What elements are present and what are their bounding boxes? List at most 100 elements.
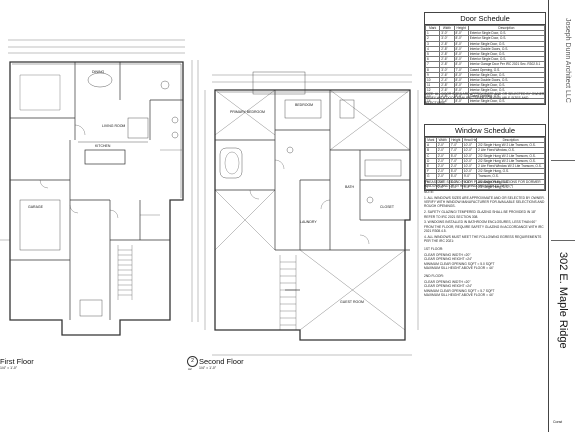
egress-1st-line: MAXIMUM SILL HEIGHT ABOVE FLOOR = 44" — [424, 266, 494, 271]
door-schedule-cell: 14 — [424, 97, 441, 105]
project-address: 302 E. Maple Ridge — [557, 252, 569, 349]
door-schedule-cell: 8'-0" — [453, 35, 469, 42]
egress-2nd-line: CLEAR OPENING HEIGHT =24" — [424, 284, 473, 289]
door-schedule-cell: Interior Garage Door Per IRC 2021 Sec. R… — [467, 61, 546, 68]
door-schedule-cell: 8'-0" — [453, 61, 469, 68]
room-label-garage: GARAGE — [28, 205, 43, 209]
door-schedule: Door Schedule Mark Width Height Descript… — [424, 12, 546, 106]
door-schedule-cell: 2'-8" — [439, 92, 455, 99]
window-schedule-cell: 2 Lite Fixed Window, O.S. — [476, 147, 545, 154]
door-schedule-cell: 8'-0" — [453, 56, 469, 63]
first-floor-scale: 1/4" = 1'-0" — [0, 366, 18, 370]
door-schedule-cell: 3'-0" — [439, 35, 455, 42]
door-schedule-cell: 2'-8" — [439, 45, 455, 53]
window-schedule: Window Schedule Mark Width Height Head H… — [424, 124, 546, 192]
door-schedule-cell: 2'-8" — [439, 40, 455, 47]
door-header-height: Height — [453, 24, 469, 32]
door-schedule-cell: 8'-0" — [453, 40, 469, 47]
door-header-description: Description — [467, 24, 546, 32]
window-schedule-cell: 2/2 Single Hung W/ 2 Lite Transom, O.S. — [476, 142, 545, 149]
door-header-mark: Mark — [424, 24, 441, 32]
door-schedule-cell: 2'-6" — [439, 71, 455, 79]
first-floor-title: First Floor — [0, 357, 34, 366]
door-schedule-cell: 8'-0" — [453, 30, 469, 37]
door-schedule-cell: 2'-4" — [439, 97, 455, 105]
window-header-height: Height — [448, 136, 463, 144]
window-note-1: 1. ALL WINDOWS SIZES ARE APPROXIMATE AND… — [424, 195, 545, 209]
window-note-3: 3. WINDOWS INSTALLED IN BATHROOM ENCLOSU… — [424, 220, 544, 233]
window-schedule-cell: 10'-0" — [461, 147, 478, 154]
window-schedule-cell: 2 Lite Fixed Window W/ 2 Lite Transom, O… — [476, 162, 545, 170]
door-schedule-cell: 2'-6" — [439, 87, 455, 94]
door-schedule-cell: 8'-0" — [453, 97, 469, 105]
room-label-primary-bedroom: PRIMARY BEDROOM — [230, 110, 265, 114]
door-note-text: ALL DOOR SIZES ARE APPROXIMATE AND OR SE… — [424, 92, 546, 105]
window-intro: *PLEASE SEE SECOND FLOOR PLAN AND OR ELE… — [424, 180, 541, 189]
window-header-head-height: Head Height — [461, 136, 478, 144]
door-schedule-title: Door Schedule — [425, 13, 545, 25]
window-schedule-cell: 10'-0" — [461, 168, 478, 175]
room-label-guest: GUEST ROOM — [340, 300, 364, 304]
window-schedule-cell: 9'-0" — [461, 183, 478, 191]
door-note-label: NOTE: — [424, 92, 435, 96]
egress-1st-line: MINIMUM CLEAR OPENING SQFT = 5.0 SQFT — [424, 261, 495, 266]
door-schedule-cell: 2'-8" — [439, 82, 455, 89]
window-schedule-cell: 10'-0" — [461, 142, 478, 149]
window-schedule-cell: 10'-0" — [461, 152, 478, 159]
egress-2nd-line: MINIMUM CLEAR OPENING SQFT = 5.7 SQFT — [424, 288, 495, 293]
door-schedule-cell: 8'-0" — [453, 77, 469, 84]
window-schedule-cell: 10'-0" — [461, 162, 478, 170]
window-note-label: NOTE: — [424, 190, 435, 195]
title-block: Joseph Dunn Architect LLC 302 E. Maple R… — [548, 0, 576, 432]
window-schedule-cell: 9'-0" — [461, 173, 478, 180]
room-label-bath: BATH — [345, 185, 355, 189]
door-schedule-cell: Interior Single Door, O.S. — [467, 97, 546, 105]
door-schedule-cell: Interior Double Doors, O.S. — [467, 45, 546, 53]
title-block-divider — [551, 160, 575, 161]
door-schedule-cell: 2'-8" — [439, 61, 455, 68]
egress-2nd-title: 2ND FLOOR: — [424, 274, 444, 279]
window-schedule-table: Mark Width Height Head Height Descriptio… — [425, 136, 545, 191]
door-schedule-cell: 2'-6" — [439, 56, 455, 63]
second-floor-callout: 2 — [187, 356, 198, 367]
door-schedule-cell: 8'-0" — [453, 92, 469, 99]
door-schedule-cell: 2'-4" — [439, 77, 455, 84]
door-schedule-cell: 8'-0" — [453, 71, 469, 79]
room-label-dining: DINING — [92, 70, 105, 74]
room-label-living: LIVING ROOM — [102, 124, 126, 128]
first-floor-plan — [0, 39, 199, 336]
door-schedule-cell: 7'-0" — [453, 66, 469, 73]
egress-1st-title: 1ST FLOOR: — [424, 247, 444, 252]
window-schedule-cell: 2/2 Single Hung W/ 2 Lite Transom, O.S. — [476, 157, 545, 165]
window-schedule-cell: 2/2 Single Hung, O.S. — [476, 183, 545, 191]
door-schedule-cell: 2'-8" — [439, 50, 455, 58]
door-schedule-cell: 8'-0" — [453, 45, 469, 53]
door-schedule-note: NOTE: ALL DOOR SIZES ARE APPROXIMATE AND… — [424, 92, 546, 106]
door-schedule-cell: Interior Double Doors, O.S. — [467, 77, 546, 84]
egress-1st-line: CLEAR OPENING HEIGHT =24" — [424, 257, 473, 262]
window-schedule-cell: 10'-0" — [461, 157, 478, 165]
room-label-closet: CLOSET — [380, 205, 395, 209]
window-note-2: 2. SAFETY GLAZING/ TEMPERED GLAZING SHAL… — [424, 210, 536, 219]
door-schedule-cell: 8'-0" — [453, 50, 469, 58]
egress-1st-line: CLEAR OPENING WIDTH =20" — [424, 253, 471, 258]
second-floor-scale: 1/4" = 1'-0" — [199, 366, 217, 370]
window-notes: *PLEASE SEE SECOND FLOOR PLAN AND OR ELE… — [424, 180, 546, 297]
window-header-description: Description — [476, 136, 545, 144]
door-schedule-cell: 3'-0" — [439, 30, 455, 37]
room-label-kitchen: KITCHEN — [95, 144, 111, 148]
egress-2nd-line: MAXIMUM SILL HEIGHT ABOVE FLOOR = 44" — [424, 293, 494, 298]
window-note-4: 4. ALL WINDOWS MUST MEET THE FOLLOWING E… — [424, 234, 542, 244]
floor-plans-drawing — [0, 39, 419, 356]
